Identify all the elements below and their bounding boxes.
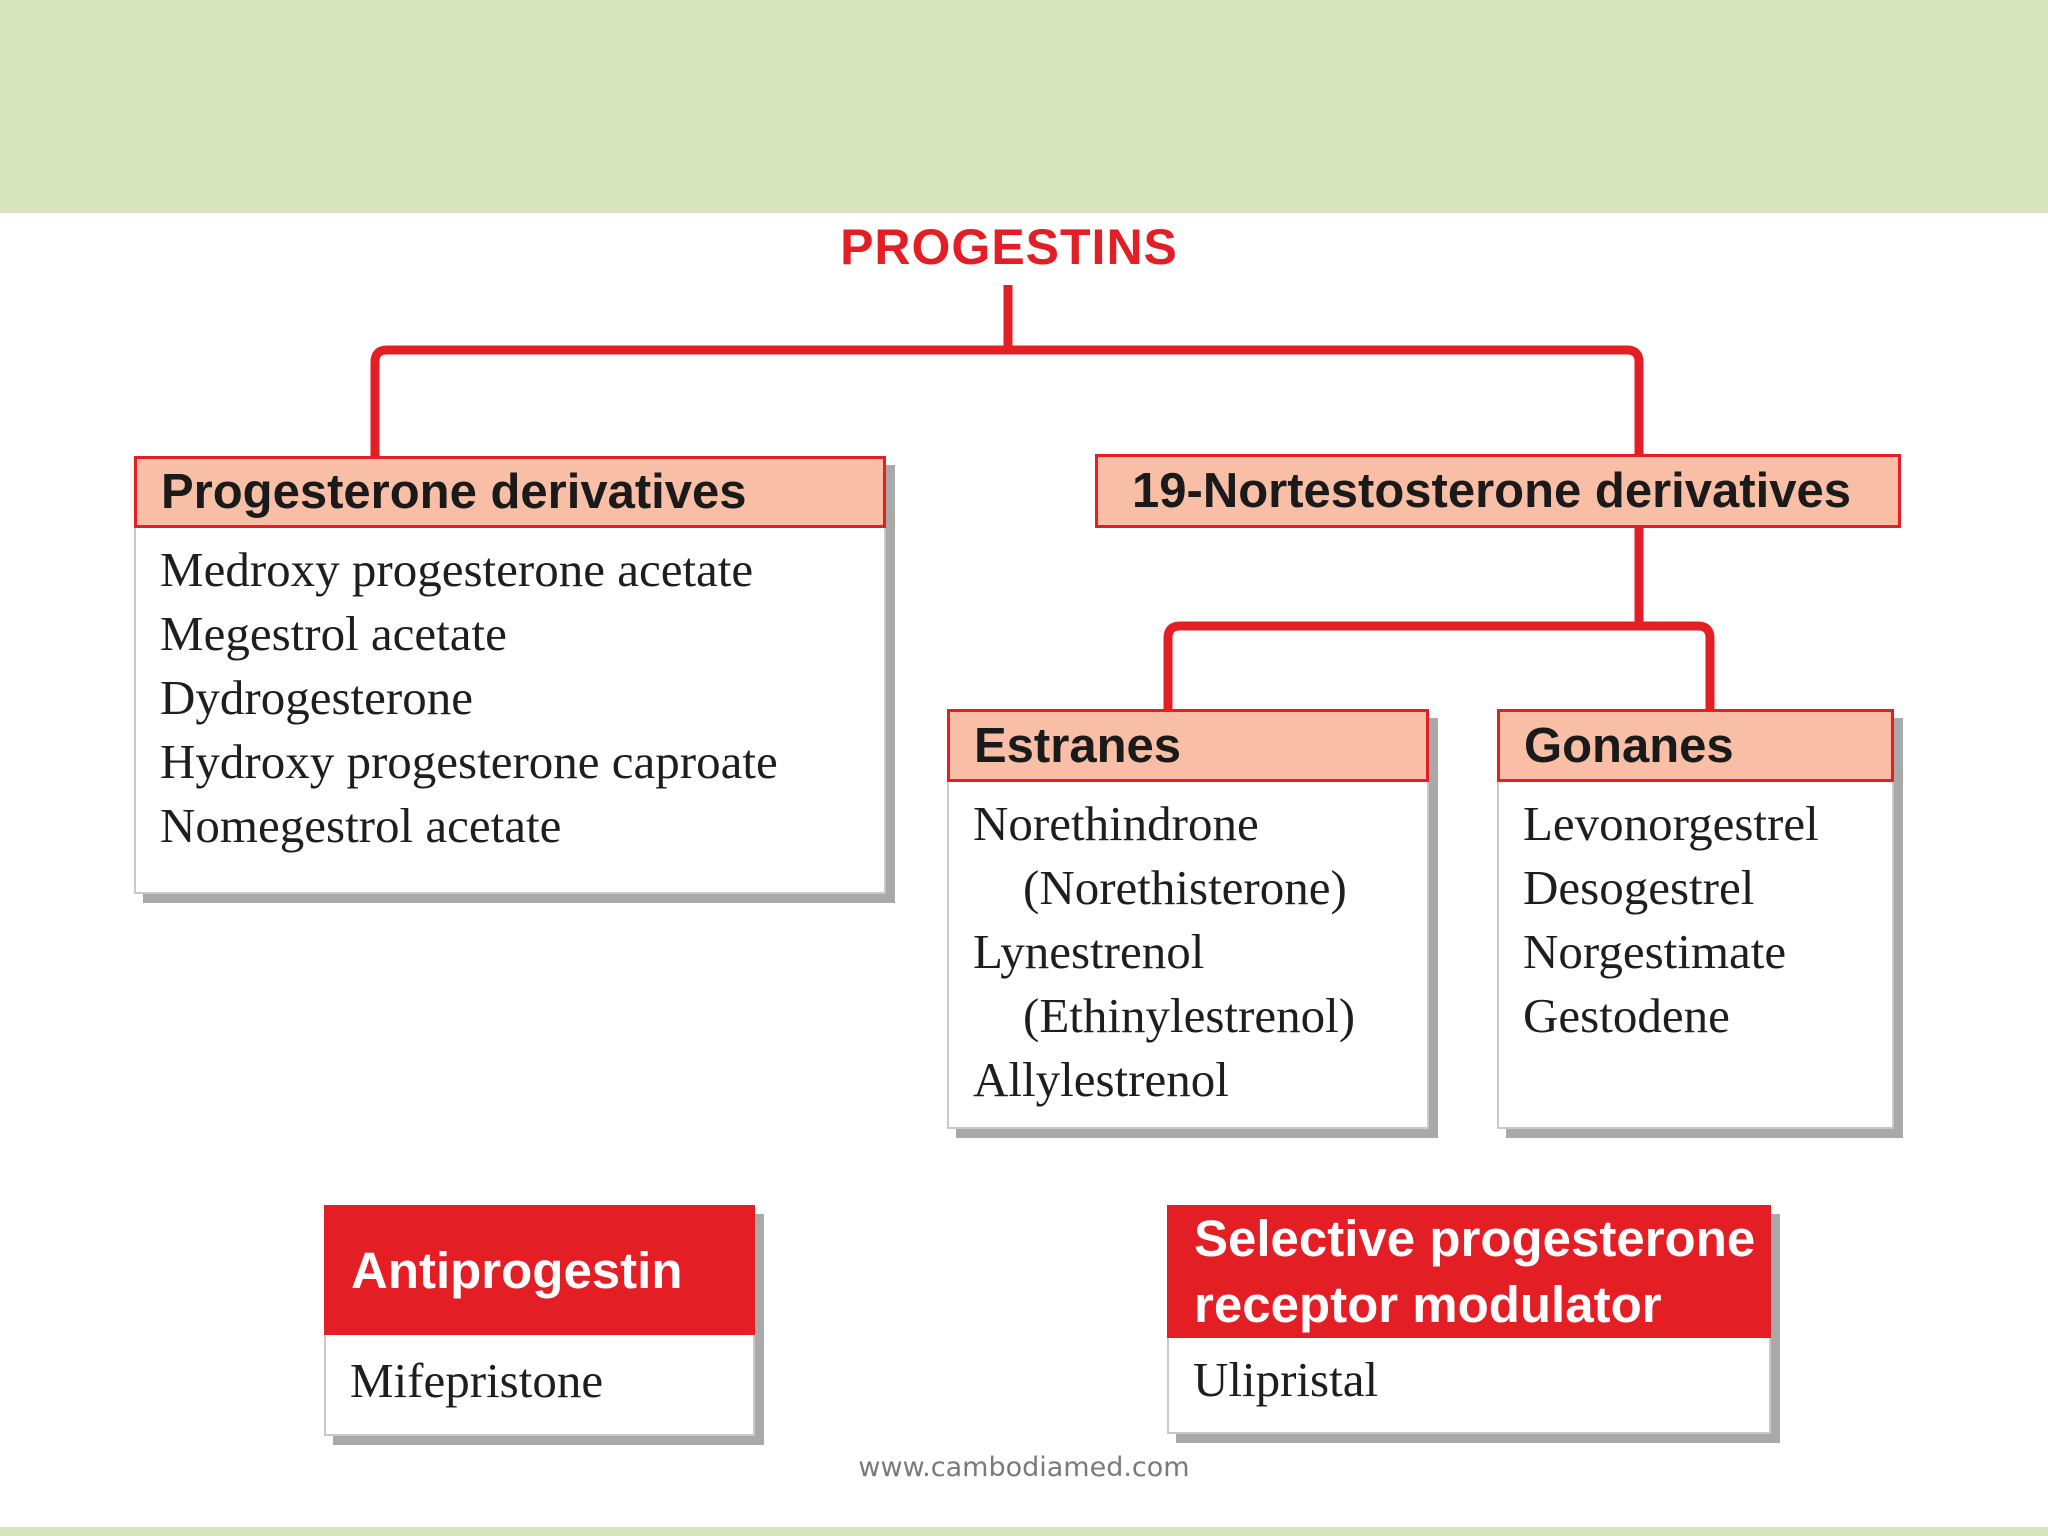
antiprogestin-header: Antiprogestin (324, 1205, 755, 1335)
estranes-header: Estranes (947, 709, 1429, 782)
progesterone-derivatives-header: Progesterone derivatives (134, 456, 886, 528)
list-item: Allylestrenol (973, 1052, 1229, 1107)
sprm-list: Ulipristal (1169, 1338, 1769, 1412)
list-item: Gestodene (1523, 988, 1730, 1043)
list-item: (Ethinylestrenol) (1023, 988, 1356, 1043)
list-item: Norgestimate (1523, 924, 1787, 979)
estranes-box: Estranes Norethindrone (Norethisterone) … (947, 709, 1429, 1129)
gonanes-list: Levonorgestrel Desogestrel Norgestimate … (1499, 782, 1892, 1048)
slide-top-band (0, 0, 2048, 213)
gonanes-header: Gonanes (1497, 709, 1894, 782)
list-item: Nomegestrol acetate (160, 798, 562, 853)
list-item: Hydroxy progesterone caproate (160, 734, 778, 789)
list-item: Mifepristone (350, 1353, 604, 1408)
sprm-header-line-2: receptor modulator (1194, 1275, 1662, 1333)
list-item: Lynestrenol (973, 924, 1205, 979)
slide-bottom-band (0, 1527, 2048, 1536)
sprm-header-line-1: Selective progesterone (1194, 1209, 1756, 1267)
list-item: (Norethisterone) (1023, 860, 1347, 915)
nortestosterone-derivatives-header: 19-Nortestosterone derivatives (1095, 454, 1901, 528)
list-item: Dydrogesterone (160, 670, 473, 725)
list-item: Norethindrone (973, 796, 1259, 851)
antiprogestin-box: Antiprogestin Mifepristone (324, 1205, 755, 1436)
list-item: Megestrol acetate (160, 606, 507, 661)
connector-top-branch (370, 345, 1644, 458)
list-item: Levonorgestrel (1523, 796, 1819, 851)
gonanes-box: Gonanes Levonorgestrel Desogestrel Norge… (1497, 709, 1894, 1129)
watermark: www.cambodiamed.com (858, 1452, 1190, 1483)
progesterone-derivatives-box: Progesterone derivatives Medroxy progest… (134, 456, 886, 894)
antiprogestin-list: Mifepristone (326, 1335, 753, 1413)
connector-sub-branch (1163, 621, 1715, 710)
nortestosterone-derivatives-box: 19-Nortestosterone derivatives (1095, 454, 1901, 528)
estranes-list: Norethindrone (Norethisterone) Lynestren… (949, 782, 1427, 1112)
diagram-title: PROGESTINS (840, 219, 1178, 275)
sprm-box: Selective progesterone receptor modulato… (1167, 1205, 1771, 1434)
list-item: Desogestrel (1523, 860, 1755, 915)
progesterone-derivatives-list: Medroxy progesterone acetate Megestrol a… (136, 528, 884, 858)
list-item: Medroxy progesterone acetate (160, 542, 754, 597)
list-item: Ulipristal (1193, 1352, 1379, 1407)
sprm-header: Selective progesterone receptor modulato… (1167, 1205, 1771, 1338)
